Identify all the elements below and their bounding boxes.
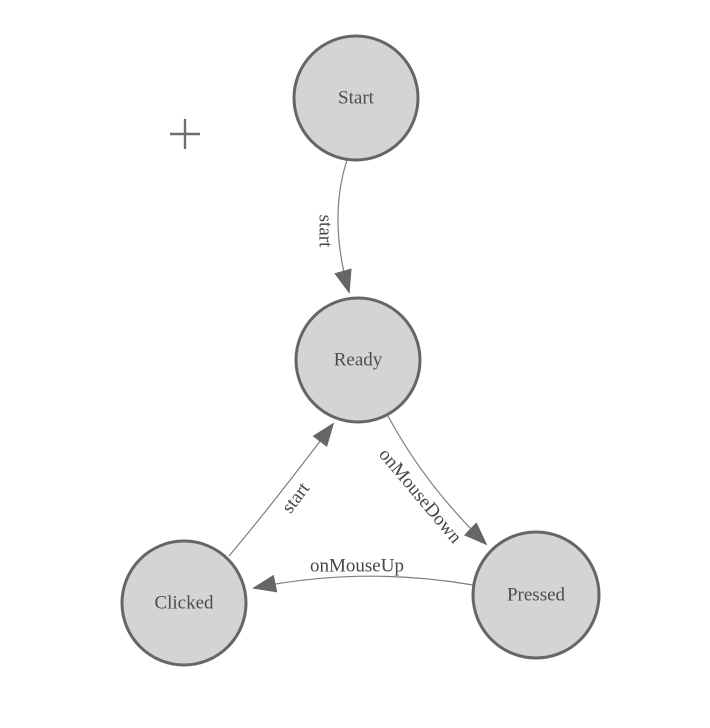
state-node-pressed[interactable]: Pressed (471, 530, 601, 660)
transition-line[interactable] (228, 422, 335, 557)
state-node-ready[interactable]: Ready (294, 296, 422, 424)
transition-label[interactable]: start (278, 478, 315, 517)
transition-ready-to-pressed[interactable]: onMouseDown (374, 415, 488, 548)
state-circle[interactable] (471, 530, 601, 660)
transition-line[interactable] (334, 159, 352, 294)
transition-label[interactable]: start (315, 215, 336, 248)
transition-label[interactable]: onMouseDown (374, 444, 466, 548)
state-circle[interactable] (294, 296, 422, 424)
crosshair-cursor-icon (170, 119, 200, 149)
state-circle[interactable] (120, 539, 248, 667)
transition-label[interactable]: onMouseUp (310, 556, 404, 577)
transition-pressed-to-clicked[interactable]: onMouseUp (252, 556, 474, 593)
transition-line[interactable] (387, 415, 488, 546)
transition-clicked-to-ready[interactable]: start (228, 422, 335, 557)
state-node-clicked[interactable]: Clicked (120, 539, 248, 667)
transition-line[interactable] (252, 574, 474, 593)
state-node-start[interactable]: Start (292, 34, 420, 162)
transition-start-to-ready[interactable]: start (315, 159, 352, 294)
state-circle[interactable] (292, 34, 420, 162)
